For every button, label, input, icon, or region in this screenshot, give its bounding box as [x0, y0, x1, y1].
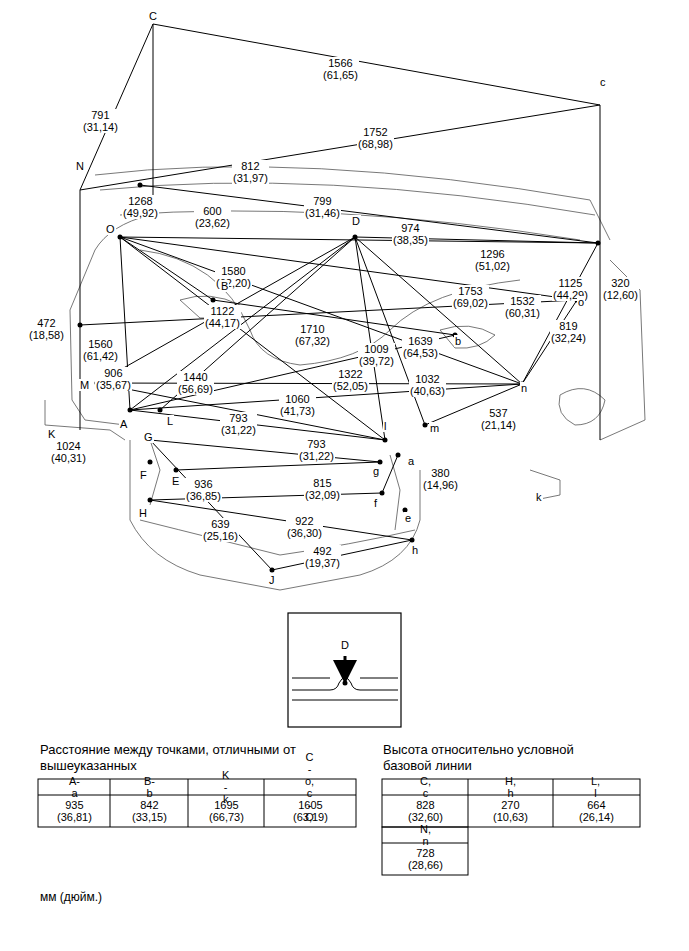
dimension-label: 974 (38,35)	[392, 222, 429, 246]
dimension-label: 922 (36,30)	[286, 515, 323, 539]
point-letter: g	[372, 465, 380, 477]
table-title: Высота относительно условной базовой лин…	[383, 742, 598, 774]
unit-note: мм (дюйм.)	[40, 891, 102, 903]
point-letter: k	[535, 491, 543, 503]
point-letter: c	[599, 76, 607, 88]
dimension-label: 793 (31,22)	[298, 438, 335, 462]
point-letter: F	[139, 469, 148, 481]
point-letter: H	[138, 507, 148, 519]
dimension-label: 793 (31,22)	[220, 412, 257, 436]
point-letter: E	[171, 475, 180, 487]
point-letter: h	[411, 544, 419, 556]
reference-frame	[80, 24, 600, 440]
dimension-label: 1009 (39,72)	[358, 343, 395, 367]
dimension-label: 1060 (41,73)	[279, 393, 316, 417]
table-grid	[38, 779, 640, 875]
point-letter: J	[268, 574, 276, 586]
point-letter: B	[220, 280, 229, 292]
table-cell: C, c	[420, 775, 431, 799]
point-letter: b	[454, 335, 462, 347]
table-cell: A-a	[69, 775, 80, 799]
dimension-label: 1560 (61,42)	[82, 338, 119, 362]
point-letter: N	[75, 160, 85, 172]
dimension-label: 1024 (40,31)	[50, 440, 87, 464]
point-letter: a	[407, 455, 415, 467]
dimension-label: 1753 (69,02)	[452, 285, 489, 309]
table-cell: 828 (32,60)	[408, 799, 443, 823]
dimension-label: 1566 (61,65)	[322, 57, 359, 81]
point-letter: C	[148, 10, 158, 22]
dimension-label: 1322 (52,05)	[332, 368, 369, 392]
measurement-lines	[80, 185, 598, 570]
point-letter: e	[404, 512, 412, 524]
point-letter: o	[577, 296, 585, 308]
dimension-label: 791 (31,14)	[82, 109, 119, 133]
table-cell: B-b	[144, 775, 155, 799]
dimension-label: 1710 (67,32)	[294, 323, 331, 347]
dimension-label: 600 (23,62)	[194, 205, 231, 229]
point-letter: l	[383, 420, 387, 432]
dimension-label: 1268 (49,92)	[122, 195, 159, 219]
table-title: Расстояние между точками, отличными от в…	[40, 742, 340, 774]
point-letter: D	[340, 639, 350, 651]
dimension-label: 936 (36,85)	[185, 478, 222, 502]
table-cell: 935 (36,81)	[57, 799, 92, 823]
table-cell: 1695 (66,73)	[209, 799, 244, 823]
dimension-label: 537 (21,14)	[480, 407, 517, 431]
point-letter: M	[79, 379, 90, 391]
table-cell: N, n	[420, 823, 431, 847]
dimension-label: 815 (32,09)	[304, 477, 341, 501]
table-cell: H, h	[505, 775, 516, 799]
point-letter: L	[166, 415, 174, 427]
point-letter: D	[351, 215, 361, 227]
dimension-label: 1032 (40,63)	[409, 373, 446, 397]
point-letter: O	[105, 223, 116, 235]
point-letter: n	[520, 382, 528, 394]
dimension-label: 819 (32,24)	[550, 320, 587, 344]
point-letter: G	[143, 431, 154, 443]
table-cell: 270 (10,63)	[493, 799, 528, 823]
point-letter: f	[373, 497, 378, 509]
dimension-label: 1440 (56,69)	[177, 371, 214, 395]
dimension-label: 1639 (64,53)	[402, 335, 439, 359]
point-letter: m	[429, 422, 440, 434]
body-outline	[45, 167, 645, 590]
measuring-points	[78, 183, 601, 573]
dimension-label: 1532 (60,31)	[504, 295, 541, 319]
detail-inset	[288, 613, 401, 727]
table-cell: 728 (28,66)	[408, 847, 443, 871]
dimension-label: 492 (19,37)	[304, 545, 341, 569]
dimension-label: 812 (31,97)	[232, 160, 269, 184]
point-letter: K	[47, 428, 56, 440]
table-cell: 664 (26,14)	[579, 799, 614, 823]
table-cell: 1605 (63,19)	[293, 799, 328, 823]
point-letter: A	[119, 418, 128, 430]
dimension-label: 1296 (51,02)	[474, 248, 511, 272]
dimension-label: 1122 (44,17)	[204, 305, 241, 329]
table-cell: 842 (33,15)	[132, 799, 167, 823]
dimension-label: 639 (25,16)	[202, 518, 239, 542]
dimension-label: 472 (18,58)	[28, 317, 65, 341]
dimension-label: 799 (31,46)	[304, 195, 341, 219]
dimension-label: 1752 (68,98)	[357, 126, 394, 150]
dimension-label: 906 (35,67)	[95, 367, 132, 391]
table-cell: L, l	[591, 775, 600, 799]
dimension-label: 320 (12,60)	[602, 277, 639, 301]
dimension-label: 380 (14,96)	[422, 467, 459, 491]
